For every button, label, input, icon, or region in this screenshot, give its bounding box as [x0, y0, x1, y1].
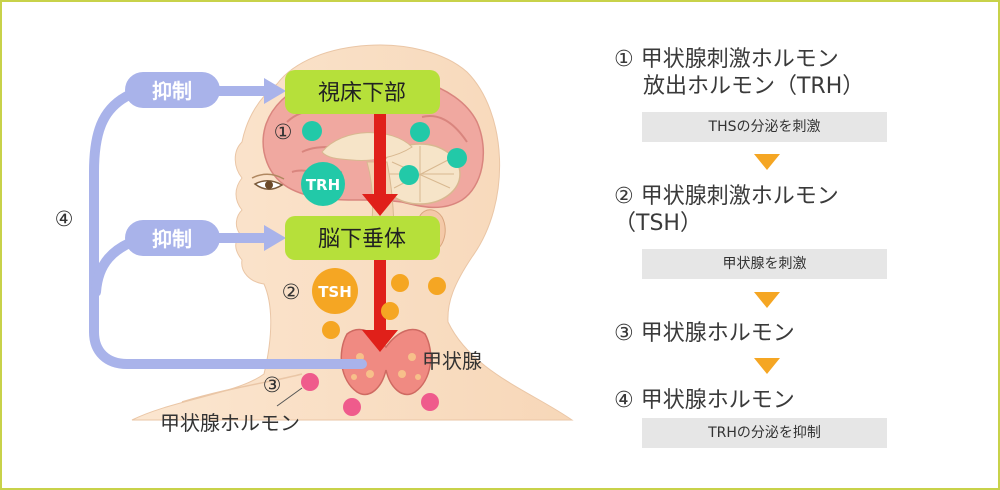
trh-dots: [302, 121, 467, 185]
step-1-desc: THSの分泌を刺激: [642, 112, 887, 142]
tsh-badge-circle: [312, 268, 358, 314]
thyroid-hormone-dots: [301, 373, 439, 416]
shoulder-line: [181, 373, 303, 403]
inhibit-badge-mid: 抑制: [152, 227, 192, 251]
marker-1: ①: [274, 120, 293, 144]
flow-arrow-2: [362, 260, 398, 352]
cerebellum-folds: [387, 146, 454, 202]
step-3-title: ③ 甲状腺ホルモン: [614, 321, 795, 346]
thyroid-hormone-label: 甲状腺ホルモン: [160, 411, 300, 435]
marker-3: ③: [263, 373, 282, 397]
hypothalamus-label: 視床下部: [318, 81, 406, 106]
inhibit-arrow-mid: [212, 225, 286, 251]
step-2-desc: 甲状腺を刺激: [642, 249, 887, 279]
tsh-dots: [322, 274, 446, 339]
step-2-title: ② 甲状腺刺激ホルモン （TSH）: [614, 184, 839, 236]
pituitary-label: 脳下垂体: [318, 227, 406, 252]
inner-brain: [321, 132, 413, 161]
step-4-title: ④ 甲状腺ホルモン: [614, 388, 795, 413]
inhibit-badge-top-bg: [125, 72, 220, 108]
trh-badge-circle: [301, 162, 345, 206]
eyelid: [251, 173, 285, 180]
inhibit-arrow-top: [212, 78, 286, 104]
trh-badge: TRH: [306, 176, 340, 194]
marker-4: ④: [55, 207, 74, 231]
inhibit-badge-top: 抑制: [152, 79, 192, 103]
flow-arrow-1: [362, 112, 398, 216]
inhibit-badge-mid-bg: [125, 220, 220, 256]
step-2-down-triangle-icon: [754, 292, 780, 308]
step-3-down-triangle-icon: [754, 358, 780, 374]
pupil: [265, 181, 273, 189]
step-4-desc: TRHの分泌を抑制: [642, 418, 887, 448]
hypothalamus-box: [285, 70, 440, 114]
step-1-title: ① 甲状腺刺激ホルモン 放出ホルモン（TRH）: [614, 47, 865, 99]
pituitary-box: [285, 216, 440, 260]
marker-2: ②: [282, 280, 301, 304]
thyroid-label: 甲状腺: [422, 349, 482, 373]
leader-line: [276, 387, 303, 407]
step-1-down-triangle-icon: [754, 154, 780, 170]
tsh-badge: TSH: [318, 283, 352, 301]
